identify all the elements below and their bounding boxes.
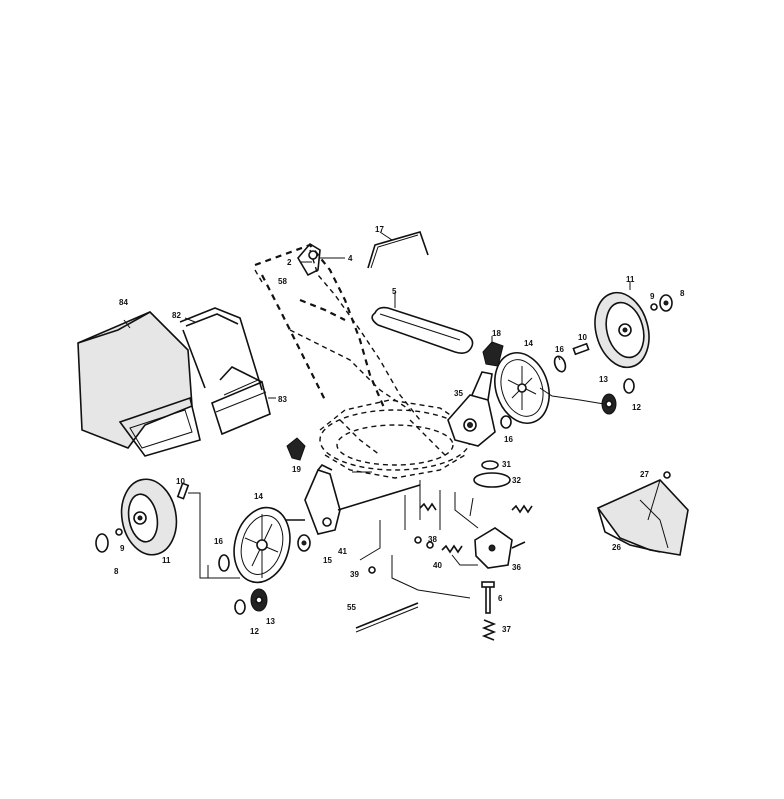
washer-16-top — [553, 355, 567, 373]
bolt-6 — [481, 581, 495, 614]
drive-rod — [355, 602, 419, 633]
callout-58: 58 — [278, 277, 287, 286]
hubcap-8-left — [95, 533, 109, 553]
callout-32: 32 — [512, 476, 521, 485]
side-deflector — [286, 437, 306, 461]
callout-26: 26 — [612, 543, 621, 552]
washer-16-mid — [500, 415, 512, 429]
dust-cap-bottom — [234, 599, 246, 615]
callout-10-top: 10 — [578, 333, 587, 342]
callout-12-top: 12 — [632, 403, 641, 412]
pin-10-left — [176, 482, 190, 500]
handle-bail — [367, 231, 429, 269]
callout-labels: 84 82 83 17 2 4 58 5 18 14 16 10 11 9 8 … — [114, 225, 685, 636]
drive-belt — [371, 306, 474, 354]
callout-15: 15 — [323, 556, 332, 565]
screw-27 — [663, 471, 671, 479]
callout-55: 55 — [347, 603, 356, 612]
callout-41: 41 — [338, 547, 347, 556]
callout-83: 83 — [278, 395, 287, 404]
pulley — [473, 460, 511, 488]
callout-13-top: 13 — [599, 375, 608, 384]
dust-cap-top — [623, 378, 635, 394]
callout-9-top: 9 — [650, 292, 655, 301]
callout-18: 18 — [492, 329, 501, 338]
bag-frame-upper — [179, 307, 263, 391]
callout-13-bottom: 13 — [266, 617, 275, 626]
callout-11-top: 11 — [626, 275, 635, 284]
transmission — [474, 527, 526, 569]
callout-8-left: 8 — [114, 567, 119, 576]
pinion-gear-top — [601, 393, 617, 415]
callout-12-bottom: 12 — [250, 627, 259, 636]
bolt-9-top — [650, 303, 658, 311]
front-wheel-left — [120, 478, 178, 556]
bag-frame-lower — [211, 366, 271, 436]
callout-82: 82 — [172, 311, 181, 320]
bearing-15 — [297, 534, 311, 552]
callout-37: 37 — [502, 625, 511, 634]
callout-31: 31 — [502, 460, 511, 469]
leader-lines — [123, 231, 661, 599]
handle-assembly — [254, 243, 421, 421]
springs — [368, 502, 533, 574]
spring-37 — [481, 619, 497, 641]
callout-17: 17 — [375, 225, 384, 234]
callout-8-top: 8 — [680, 289, 685, 298]
belt-guard-top — [482, 341, 504, 367]
rear-wheel-left — [233, 506, 291, 584]
callout-19: 19 — [292, 465, 301, 474]
callout-14-top: 14 — [524, 339, 533, 348]
callout-2: 2 — [287, 258, 292, 267]
callout-39: 39 — [350, 570, 359, 579]
hubcap-8-top — [659, 294, 673, 312]
washer-16-left — [218, 554, 230, 572]
callout-16-top: 16 — [555, 345, 564, 354]
callout-27: 27 — [640, 470, 649, 479]
callout-11-left: 11 — [162, 556, 171, 565]
callout-14-left: 14 — [254, 492, 263, 501]
callout-35: 35 — [454, 389, 463, 398]
pinion-gear-bottom — [250, 588, 268, 612]
rear-wheel-right — [494, 352, 550, 424]
control-lever — [297, 242, 345, 277]
callout-9-left: 9 — [120, 544, 125, 553]
bolt-9-left — [115, 528, 123, 536]
callout-6: 6 — [498, 594, 503, 603]
height-adjuster — [285, 463, 421, 535]
grass-bag — [77, 311, 201, 457]
callout-16-left: 16 — [214, 537, 223, 546]
callout-10-left: 10 — [176, 477, 185, 486]
callout-38: 38 — [428, 535, 437, 544]
gear-housing — [447, 371, 496, 447]
callout-84: 84 — [119, 298, 128, 307]
callout-16-mid: 16 — [504, 435, 513, 444]
callout-5: 5 — [392, 287, 397, 296]
pin-10-top — [572, 342, 590, 356]
callout-40: 40 — [433, 561, 442, 570]
front-wheel-right — [594, 291, 650, 369]
callout-4: 4 — [348, 254, 353, 263]
deck-outline — [319, 399, 471, 479]
callout-36: 36 — [512, 563, 521, 572]
